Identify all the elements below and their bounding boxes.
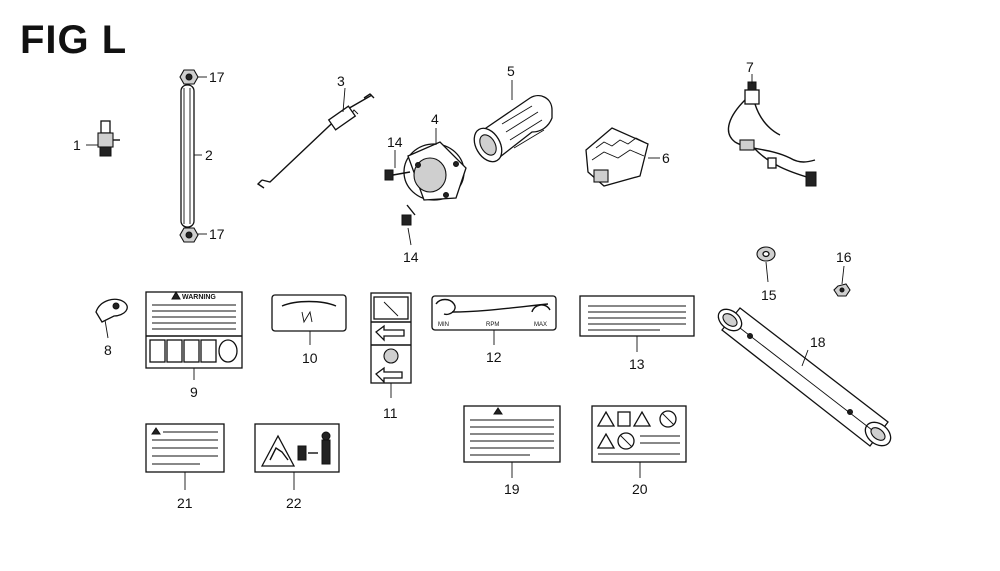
part-1-fitting [86,120,120,157]
label-12-min: MIN [438,322,449,328]
part-14-screw-top [384,150,411,181]
label-20 [591,405,687,478]
label-22 [254,423,340,490]
callout-21: 21 [177,495,193,511]
part-17-nut-top [179,69,207,85]
callout-4: 4 [431,111,439,127]
label-19 [463,405,561,478]
label-9-header: WARNING [182,294,216,301]
part-17-nut-bottom [179,227,207,243]
callout-9: 9 [190,384,198,400]
callout-11: 11 [383,405,398,421]
label-12-rpm: RPM [486,322,499,328]
callout-20: 20 [632,481,648,497]
part-14-screw-bottom [401,204,416,246]
part-3-rod-spring [256,87,375,189]
callout-10: 10 [302,350,318,366]
label-13 [579,295,695,352]
part-18-wrench [717,307,892,447]
callout-8: 8 [104,342,112,358]
part-7-harness [727,74,817,187]
callout-14-top: 14 [387,134,403,150]
part-8-clip [95,298,128,339]
callout-3: 3 [337,73,345,89]
label-9-warning: WARNING [145,290,243,380]
part-2-tube [180,84,202,228]
callout-1: 1 [73,137,81,153]
callout-16: 16 [836,249,852,265]
label-10 [271,294,347,345]
part-6-regulator [585,127,660,187]
figure-title: FIG L [20,18,128,62]
callout-6: 6 [662,150,670,166]
callout-17-bottom: 17 [209,226,225,242]
part-4-housing [403,128,467,201]
callout-5: 5 [507,63,515,79]
part-5-grip [473,80,553,163]
callout-18: 18 [810,334,826,350]
label-12-throttle: MIN RPM MAX [431,295,557,345]
label-12-max: MAX [534,322,547,328]
callout-22: 22 [286,495,302,511]
callout-2: 2 [205,147,213,163]
callout-7: 7 [746,59,754,75]
callout-19: 19 [504,481,520,497]
callout-numbers: 1 2 3 4 5 6 7 8 9 10 11 12 13 14 14 15 1… [73,59,852,511]
callout-17-top: 17 [209,69,225,85]
label-21 [145,423,225,490]
callout-14-bottom: 14 [403,249,419,265]
callout-12: 12 [486,349,502,365]
part-15-washer [756,246,776,283]
part-16-nut [833,265,851,297]
callout-13: 13 [629,356,645,372]
label-11 [370,292,412,398]
callout-15: 15 [761,287,777,303]
